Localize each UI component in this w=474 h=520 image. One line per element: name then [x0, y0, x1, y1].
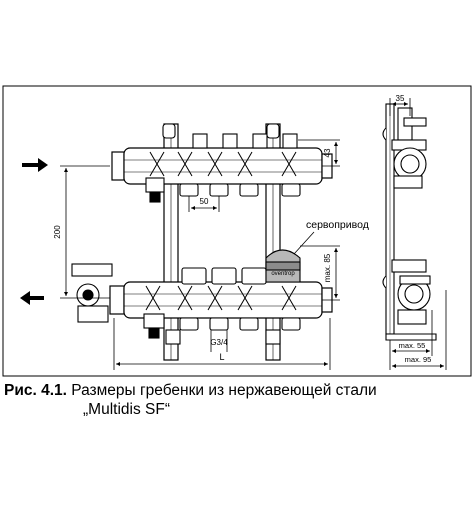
dimension-max85: [300, 245, 340, 301]
return-crosses: [145, 285, 297, 311]
dimension-max95-label: max. 95: [405, 355, 432, 364]
supply-drain-valve: [145, 177, 165, 203]
drawing-frame: [2, 85, 472, 377]
dimension-43: [298, 139, 340, 167]
manifold-drawing: oventrop 200 50 43 се: [2, 85, 472, 377]
supply-valve-tops: [162, 123, 298, 149]
return-outlets: [165, 317, 301, 345]
servo-brand-label: oventrop: [271, 271, 295, 277]
caption-line-1: Рис. 4.1. Размеры гребенки из нержавеюще…: [4, 381, 472, 400]
return-flow-arrow: [20, 291, 44, 305]
supply-flow-arrow: [22, 158, 48, 172]
dimension-thread-label: G3/4: [210, 338, 228, 347]
dimension-43-label: 43: [323, 148, 332, 157]
dimension-50-label: 50: [200, 197, 209, 206]
servo-label: сервопривод: [306, 219, 369, 231]
dimension-thread: [210, 330, 228, 352]
return-drain-valve: [143, 313, 165, 339]
dimension-200-label: 200: [53, 225, 62, 239]
side-view: [382, 103, 437, 341]
caption-line-2: „Multidis SF“: [83, 401, 170, 418]
figure-caption: Рис. 4.1. Размеры гребенки из нержавеюще…: [4, 381, 472, 419]
thermometer-adapter: [71, 263, 113, 323]
dimension-35: [389, 98, 411, 116]
supply-crosses: [149, 151, 297, 177]
servo-leader-line: [293, 231, 315, 255]
dimension-length: [113, 318, 331, 370]
dimension-length-label: L: [219, 352, 224, 362]
dimension-max85-label: max. 85: [323, 253, 332, 282]
dimension-200: [60, 165, 110, 299]
supply-bar: [111, 147, 333, 185]
dimension-50: [188, 196, 220, 212]
dimension-max55: [389, 310, 433, 370]
dimension-max55-label: max. 55: [399, 341, 426, 350]
servo-actuator: [265, 249, 301, 283]
dimension-max95: [392, 290, 447, 370]
return-valve-heads: [181, 267, 267, 285]
caption-number: Рис. 4.1.: [4, 382, 67, 399]
caption-text-1: Размеры гребенки из нержавеющей стали: [66, 382, 377, 399]
dimension-35-label: 35: [396, 94, 405, 103]
supply-outlets: [179, 183, 301, 197]
